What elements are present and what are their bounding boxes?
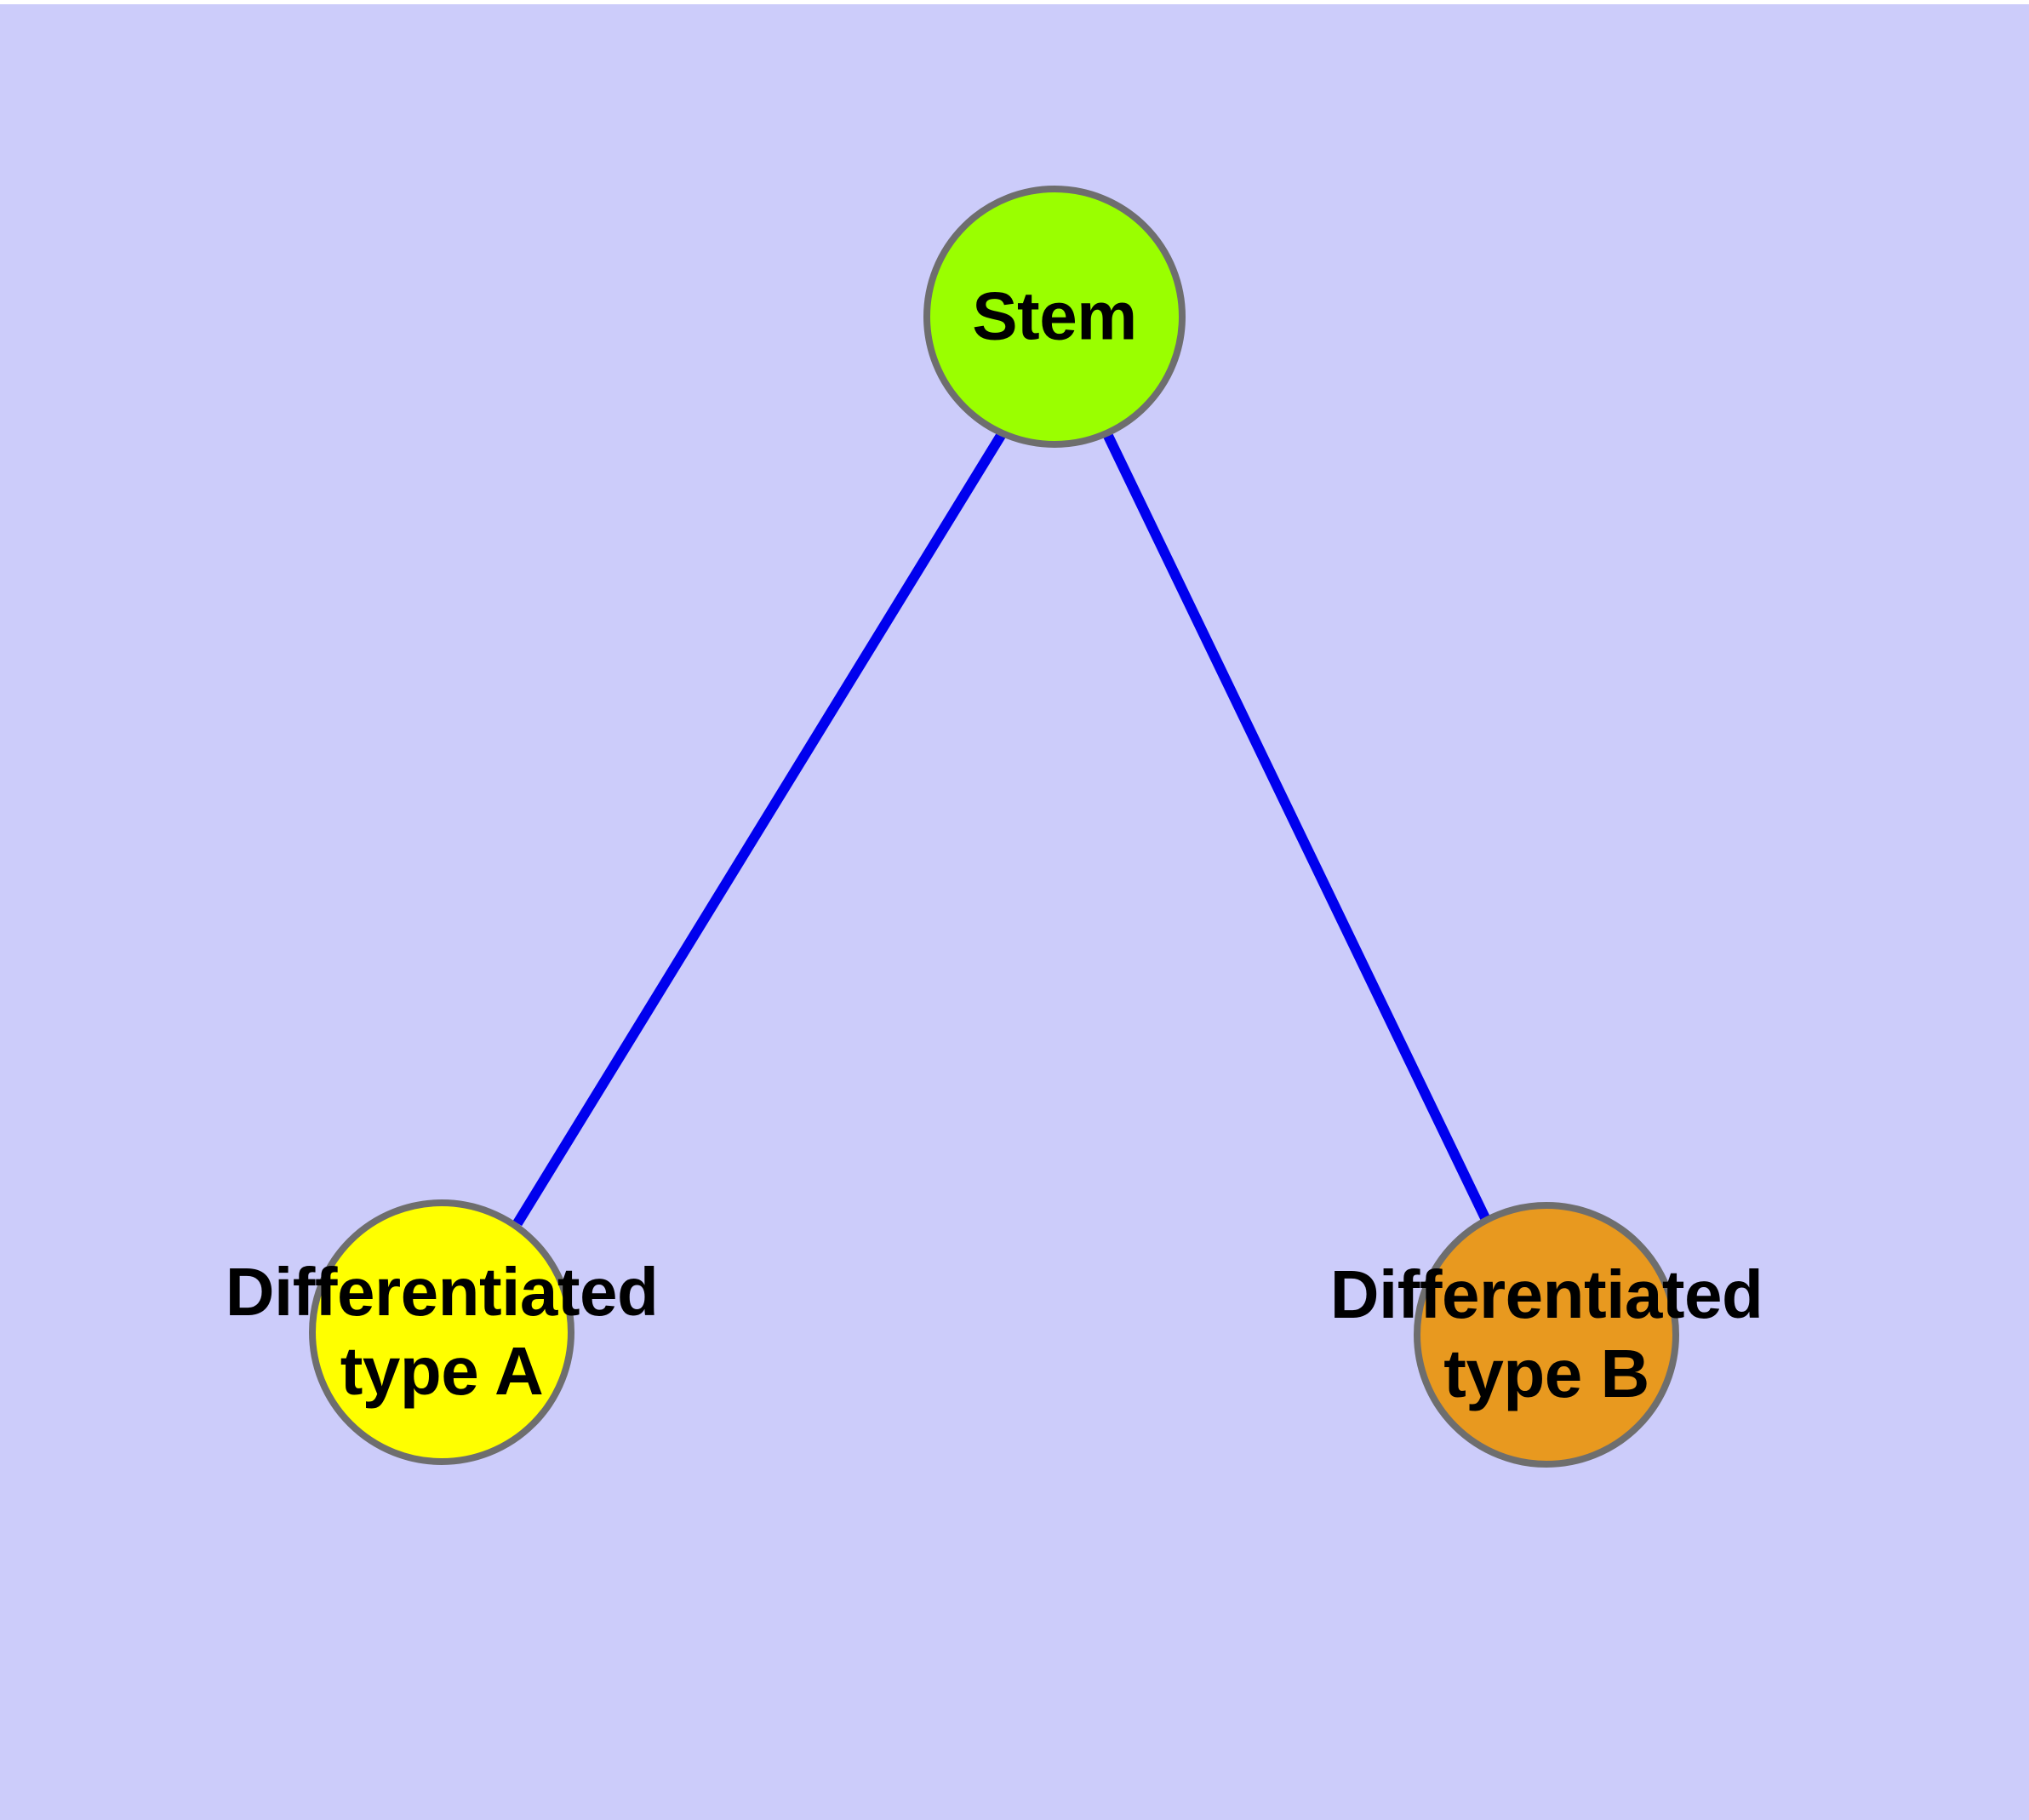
node-stem[interactable]: [923, 186, 1186, 448]
edge-layer: [512, 431, 1493, 1227]
edge-stem-to-differentiated-type-a: [512, 431, 1007, 1227]
node-layer: [309, 186, 1679, 1468]
node-differentiated-type-a[interactable]: [309, 1199, 574, 1465]
edge-stem-to-differentiated-type-b: [1103, 433, 1493, 1226]
node-differentiated-type-b[interactable]: [1414, 1202, 1679, 1468]
